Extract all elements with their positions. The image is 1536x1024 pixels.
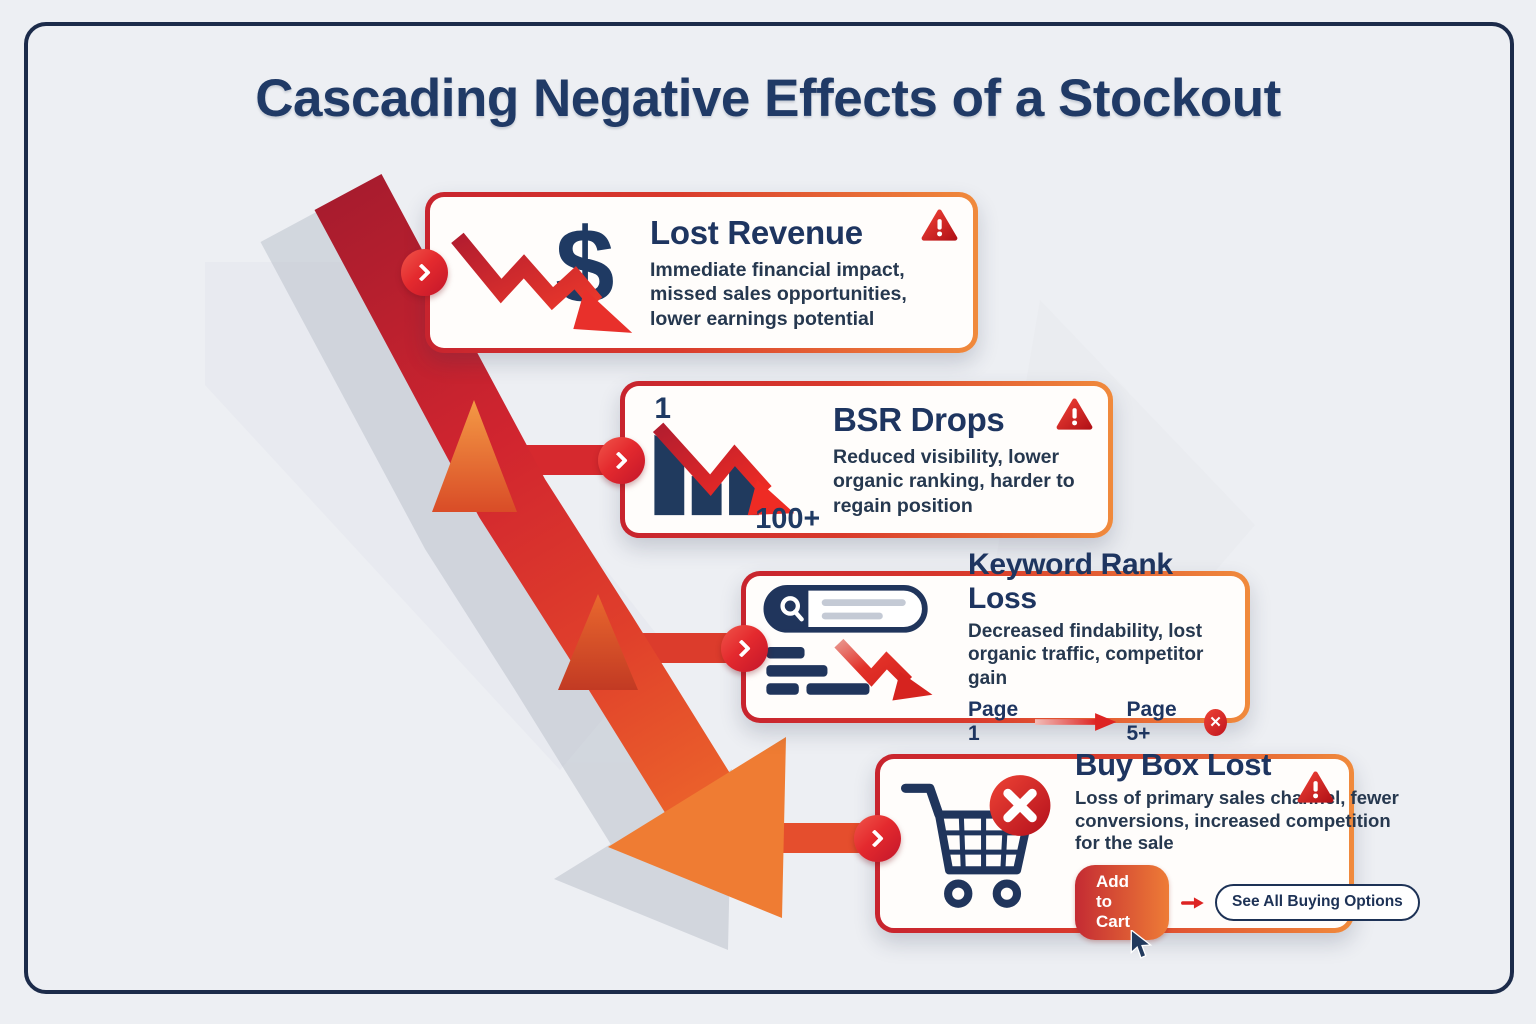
card-title: Lost Revenue [650,214,863,252]
card-description: Reduced visibility, lower organic rankin… [833,446,1075,517]
page-to-label: Page 5+ [1126,698,1177,746]
warning-icon [1297,771,1334,803]
page-from-label: Page 1 [968,698,1019,746]
card-keyword-rank-loss: Keyword Rank Loss Decreased findability,… [741,548,1250,745]
chevron-right-icon [732,639,751,658]
chevron-right-icon [865,829,884,848]
card-description: Loss of primary sales channel, fewer con… [1075,786,1399,854]
card-description: Decreased findability, lost organic traf… [968,620,1204,689]
card-title: Buy Box Lost [1075,746,1272,782]
buy-box-buttons-row: Add to Cart See All Buying Options [1075,865,1420,960]
redirect-arrow-icon [1181,897,1204,909]
card-description: Immediate financial impact, missed sales… [650,259,907,330]
connector-chevron-node [721,625,768,672]
card-buy-box-lost: Buy Box Lost Loss of primary sales chann… [875,747,1420,960]
connector-chevron-node [598,437,645,484]
bar-chart-decline-icon: 1 100+ [641,390,819,530]
warning-icon [921,209,958,241]
x-circle-icon: ✕ [1204,708,1227,736]
chevron-right-icon [609,451,628,470]
see-all-buying-options-button[interactable]: See All Buying Options [1215,884,1420,922]
cursor-icon [1130,930,1153,960]
card-title: BSR Drops [833,401,1005,439]
card-lost-revenue: $ Lost Revenue Immediate financial impac… [425,192,978,353]
search-rank-decline-icon [762,584,954,710]
page-title: Cascading Negative Effects of a Stockout [255,69,1281,128]
warning-icon [1056,398,1093,430]
bsr-rank-top-label: 1 [654,392,671,425]
connector-chevron-node [401,249,448,296]
card-bsr-drops: 1 100+ BSR Drops Reduced visibility, low… [620,381,1113,538]
see-all-buying-options-label: See All Buying Options [1232,893,1403,911]
page-rank-row: Page 1 Page 5+ ✕ [968,698,1227,746]
cart-blocked-icon [896,768,1061,920]
page-drop-arrow-icon [1035,713,1117,732]
add-to-cart-button[interactable]: Add to Cart [1075,865,1170,960]
dollar-decline-icon: $ [446,207,636,339]
chevron-right-icon [412,263,431,282]
bsr-rank-bottom-label: 100+ [755,503,819,530]
card-title: Keyword Rank Loss [968,547,1173,615]
connector-chevron-node [854,815,901,862]
add-to-cart-label: Add to Cart [1096,872,1131,932]
